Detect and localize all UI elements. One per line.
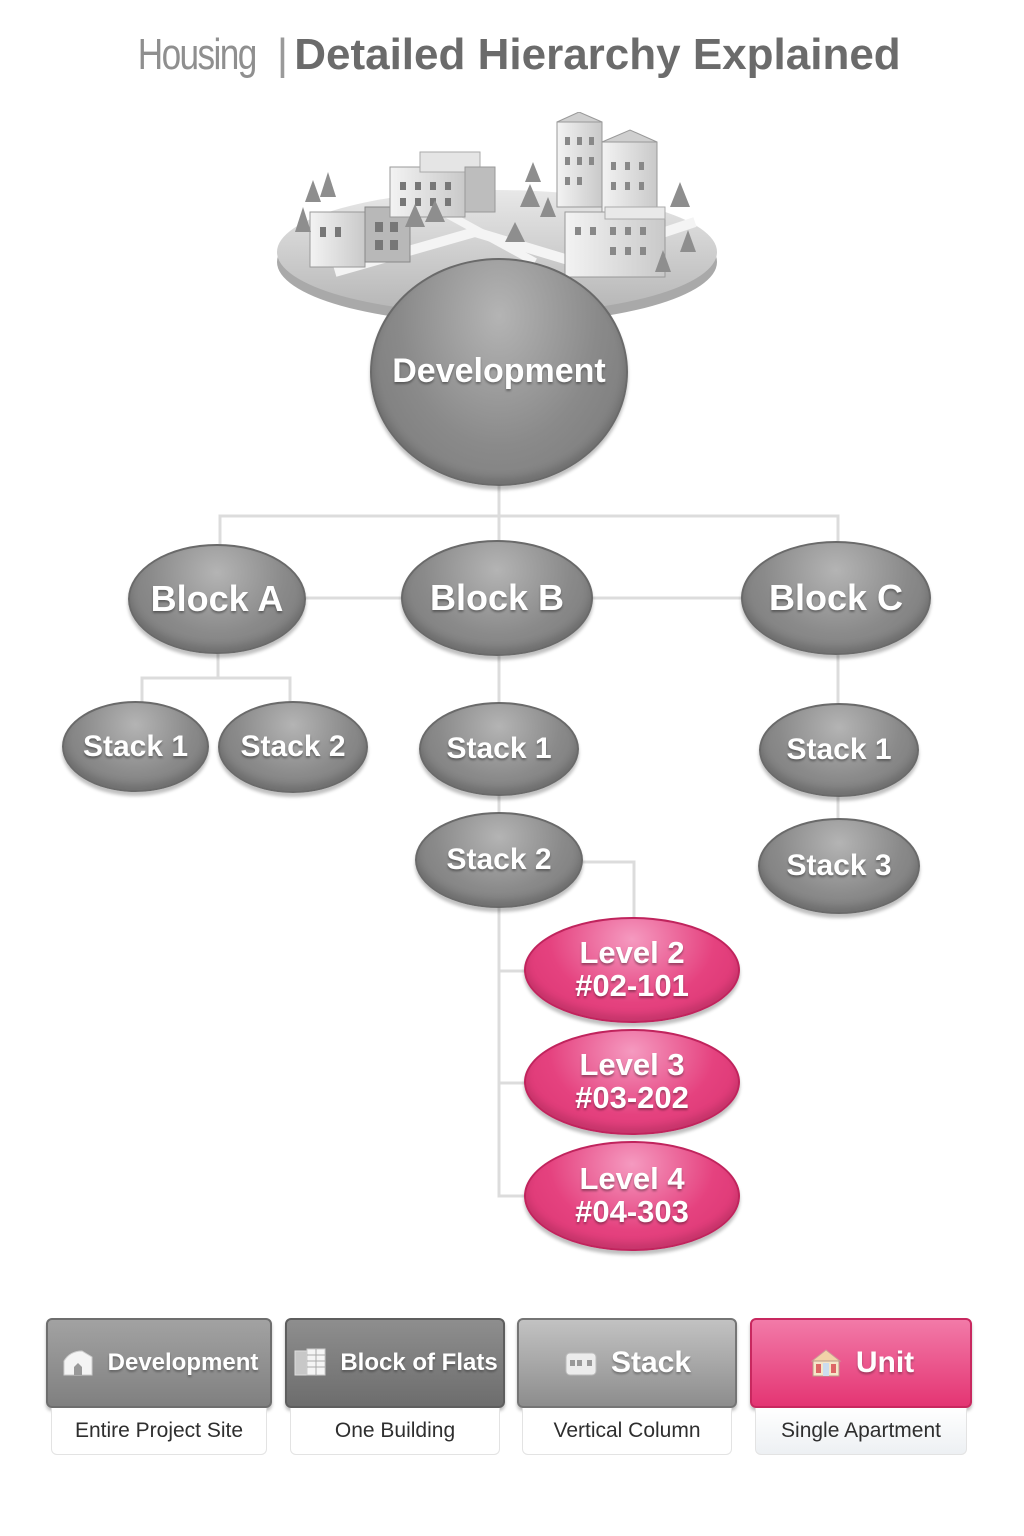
node-unit-level-2[interactable]: Level 2 #02-101	[524, 917, 740, 1023]
node-block-a-label: Block A	[150, 578, 284, 620]
title-separator: |	[276, 30, 289, 79]
page-title: Housing |Detailed Hierarchy Explained	[0, 30, 1024, 80]
node-block-b-label: Block B	[429, 577, 565, 619]
legend-label: Block of Flats	[340, 1349, 498, 1376]
building-center	[389, 151, 496, 218]
node-block-a[interactable]: Block A	[128, 544, 306, 654]
unit-number-label: #02-101	[575, 968, 689, 1003]
node-block-a-stack-2[interactable]: Stack 2	[218, 701, 368, 793]
connector-stack2-right	[582, 860, 636, 918]
node-block-c-stack-3[interactable]: Stack 3	[758, 818, 920, 914]
legend-label: Development	[107, 1349, 259, 1376]
legend-stack: Stack Vertical Column	[517, 1318, 737, 1455]
building-block-icon	[294, 1348, 326, 1376]
connector-block-a-stacks	[140, 676, 292, 705]
legend-label: Unit	[855, 1346, 915, 1379]
node-development[interactable]: Development	[370, 258, 628, 486]
connector-stack2-units	[497, 905, 527, 1198]
node-block-c-stack-1[interactable]: Stack 1	[759, 703, 919, 797]
building-right	[564, 206, 666, 278]
node-unit-level-3[interactable]: Level 3 #03-202	[524, 1029, 740, 1135]
legend-label: Stack	[610, 1346, 692, 1379]
node-label: Stack 3	[786, 849, 892, 883]
building-tall	[556, 112, 658, 218]
title-prefix: Housing	[138, 30, 258, 79]
legend-description: Entire Project Site	[51, 1408, 267, 1455]
node-label: Stack 2	[240, 730, 346, 764]
stack-icon	[565, 1352, 597, 1376]
development-house-icon	[63, 1350, 93, 1376]
legend-development: Development Entire Project Site	[46, 1318, 272, 1455]
node-label: Stack 2	[446, 843, 552, 877]
node-block-a-stack-1[interactable]: Stack 1	[62, 701, 209, 792]
legend-description: Vertical Column	[522, 1408, 732, 1455]
connector-dev-blocks	[218, 514, 840, 545]
unit-number-label: #04-303	[575, 1194, 689, 1229]
legend-unit: Unit Single Apartment	[750, 1318, 972, 1455]
node-development-label: Development	[392, 352, 606, 391]
legend-description: One Building	[290, 1408, 500, 1455]
unit-number-label: #03-202	[575, 1080, 689, 1115]
node-unit-level-4[interactable]: Level 4 #04-303	[524, 1141, 740, 1251]
node-block-b-stack-2[interactable]: Stack 2	[415, 812, 583, 908]
node-label: Stack 1	[82, 729, 189, 763]
unit-level-label: Level 4	[579, 1161, 685, 1197]
unit-level-label: Level 2	[579, 935, 685, 971]
node-block-c-label: Block C	[768, 577, 904, 619]
legend-block-of-flats: Block of Flats One Building	[285, 1318, 505, 1455]
node-block-c[interactable]: Block C	[741, 541, 931, 655]
unit-level-label: Level 3	[579, 1047, 685, 1083]
legend-description: Single Apartment	[755, 1408, 967, 1455]
node-block-b[interactable]: Block B	[401, 540, 593, 656]
node-block-b-stack-1[interactable]: Stack 1	[419, 702, 579, 796]
node-label: Stack 1	[446, 732, 552, 766]
node-label: Stack 1	[786, 733, 892, 767]
title-main: Detailed Hierarchy Explained	[294, 30, 901, 79]
unit-house-icon	[810, 1349, 842, 1377]
trees	[295, 162, 696, 272]
